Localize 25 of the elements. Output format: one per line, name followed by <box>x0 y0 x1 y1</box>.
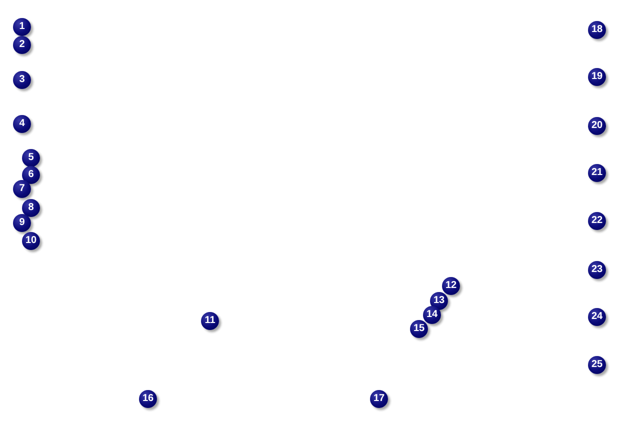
callout-number: 24 <box>588 308 606 326</box>
callout-number: 6 <box>22 166 40 184</box>
callout-number: 18 <box>588 21 606 39</box>
callout-number: 15 <box>410 320 428 338</box>
callout-number: 1 <box>13 18 31 36</box>
callout-number: 9 <box>13 214 31 232</box>
callout-number: 11 <box>201 312 219 330</box>
callout-number: 13 <box>430 292 448 310</box>
callout-number: 4 <box>13 115 31 133</box>
callout-number: 23 <box>588 261 606 279</box>
callout-number: 21 <box>588 164 606 182</box>
callout-number: 22 <box>588 212 606 230</box>
callout-number: 10 <box>22 232 40 250</box>
callout-number: 5 <box>22 149 40 167</box>
callout-number: 2 <box>13 36 31 54</box>
callout-number: 12 <box>442 277 460 295</box>
callout-number: 19 <box>588 68 606 86</box>
callout-number: 8 <box>22 199 40 217</box>
callout-number: 3 <box>13 71 31 89</box>
callout-number: 7 <box>13 180 31 198</box>
callout-number: 16 <box>139 390 157 408</box>
callout-number: 25 <box>588 356 606 374</box>
callout-number: 17 <box>370 390 388 408</box>
callout-number: 14 <box>423 306 441 324</box>
callout-number: 20 <box>588 117 606 135</box>
